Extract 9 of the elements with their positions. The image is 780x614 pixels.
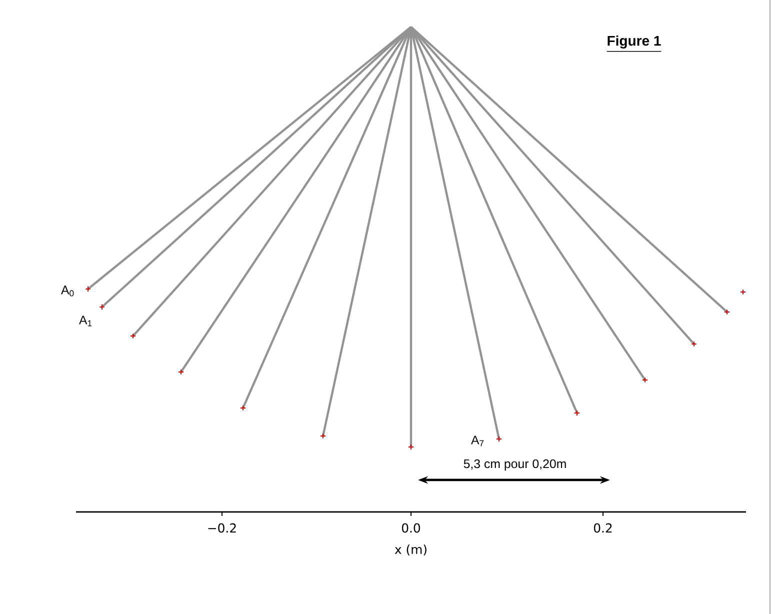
tick-label: 0.0 <box>402 523 420 533</box>
tick-label: 0.2 <box>594 523 612 533</box>
tick-label: −0.2 <box>208 523 236 533</box>
point-label: A$_{0}$ <box>61 286 74 296</box>
point-label: A$_{1}$ <box>79 316 92 326</box>
point-label: A$_{7}$ <box>471 436 484 446</box>
axis-label: x (m) <box>394 544 426 556</box>
dimension-label: 5,3 cm pour 0,20m <box>464 459 566 471</box>
figure-title: Figure 1 <box>606 35 662 52</box>
